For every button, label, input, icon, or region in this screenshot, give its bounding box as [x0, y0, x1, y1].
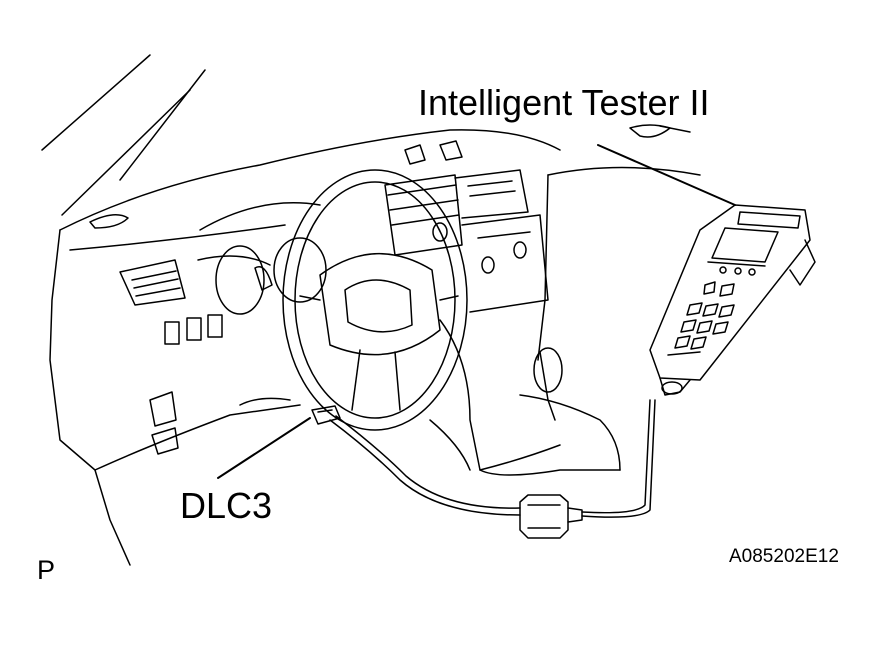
dlc3-connector [311, 405, 341, 425]
center-stack [384, 140, 549, 313]
dlc3-label: DLC3 [180, 485, 273, 526]
dashboard-outline [49, 124, 701, 566]
dlc3-cable [329, 415, 521, 516]
leader-lines [217, 144, 736, 479]
position-mark-label: P [37, 555, 56, 585]
tester-label: Intelligent Tester II [418, 82, 710, 123]
switch-panel [149, 314, 223, 455]
steering-wheel [254, 169, 468, 431]
center-console [239, 319, 621, 476]
windshield-frame [41, 54, 206, 216]
figure-code-label: A085202E12 [729, 546, 839, 567]
dlc3-leader-line [217, 417, 311, 479]
left-air-vent [119, 259, 186, 306]
tester-device [649, 204, 816, 396]
cable-adapter [519, 494, 583, 539]
tester-cable [581, 399, 656, 518]
tester-leader-line [597, 144, 736, 206]
